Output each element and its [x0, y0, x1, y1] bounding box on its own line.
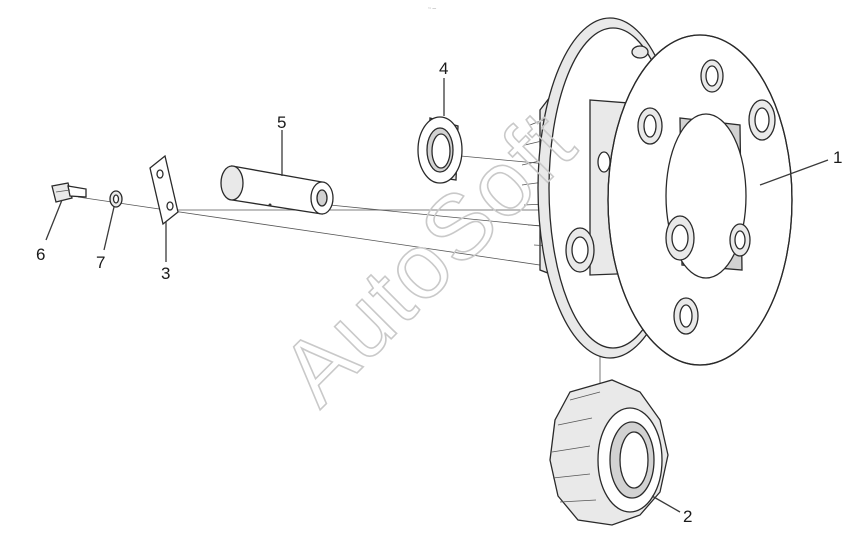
leader-lines	[45, 78, 829, 513]
bolt-part-6	[51, 182, 87, 203]
callout-3: 3	[161, 264, 170, 283]
pin-part-5	[220, 165, 334, 215]
callout-4: 4	[439, 59, 448, 78]
callout-5: 5	[277, 113, 286, 132]
callout-2: 2	[683, 507, 692, 526]
washer-part-7	[109, 190, 123, 208]
callout-1: 1	[833, 148, 842, 167]
tiny-label: ˢˢ —	[428, 6, 436, 11]
bearing-ring-part-4	[417, 116, 463, 184]
callout-6: 6	[36, 245, 45, 264]
carrier-part-1	[521, 17, 793, 366]
planet-gear-part-2	[549, 379, 669, 526]
callout-7: 7	[96, 253, 105, 272]
carrier-pin-holes	[565, 45, 776, 335]
callouts: 1 2 3 4 5 6 7	[36, 59, 842, 526]
lock-plate-part-3	[149, 154, 179, 226]
